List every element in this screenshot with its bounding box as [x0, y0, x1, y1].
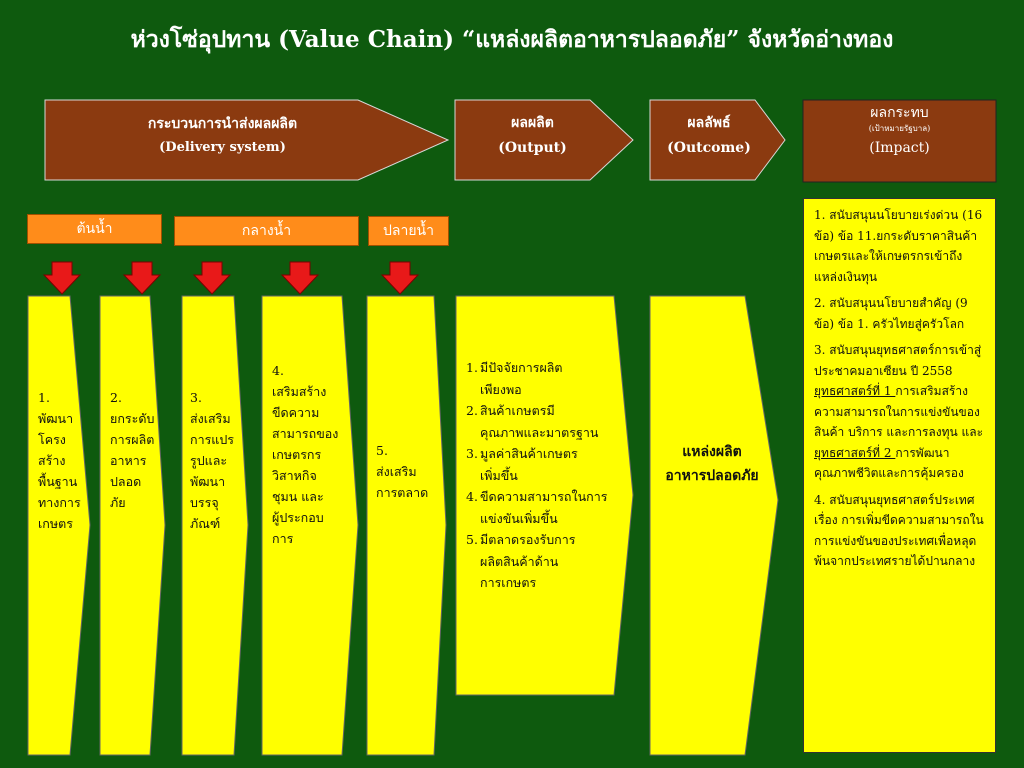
delivery-column-1 — [27, 295, 91, 756]
outcome-header: ผลลัพธ์ (Outcome) — [650, 111, 768, 160]
page-title: ห่วงโซ่อุปทาน (Value Chain) “แหล่งผลิตอา… — [130, 26, 894, 53]
delivery-column-3-text: 3.ส่งเสริมการแปร รูปและพัฒนาบรรจุ ภัณฑ์ — [190, 390, 235, 531]
list-item: 1.มีปัจจัยการผลิตเพียงพอ — [466, 360, 563, 397]
output-header: ผลผลิต (Output) — [455, 111, 610, 160]
delivery-column-1-text: 1.พัฒนาโครง สร้างพื้นฐานทางการ เกษตร — [38, 390, 81, 531]
stage-midstream: กลางน้ำ — [174, 216, 359, 246]
impact-item-3: 3. สนับสนุนยุทธศาสตร์การเข้าสู่ประชาคมอา… — [814, 343, 984, 480]
delivery-column-4-text: 4.เสริมสร้างขีดความ สามารถของเกษตรกรวิสา… — [272, 363, 339, 546]
outcome-text: แหล่งผลิต อาหารปลอดภัย — [665, 444, 759, 484]
output-header-sub: (Output) — [498, 139, 567, 156]
impact-header-sub: (Impact) — [869, 139, 930, 156]
output-column — [455, 295, 634, 696]
impact-header: ผลกระทบ (เป้าหมายรัฐบาล) (Impact) — [803, 104, 996, 157]
delivery-column-3 — [181, 295, 249, 756]
list-item: 3.มูลค่าสินค้าเกษตรเพิ่มขึ้น — [466, 446, 578, 483]
delivery-column-2 — [99, 295, 166, 756]
down-arrow-icon — [42, 261, 82, 295]
impact-header-label: ผลกระทบ — [870, 105, 929, 121]
delivery-header-arrow — [44, 99, 450, 181]
delivery-header-label: กระบวนการนำส่งผลผลิต — [147, 116, 298, 132]
impact-item-4: 4. สนับสนุนยุทธศาสตร์ประเทศ เรื่อง การเพ… — [814, 492, 984, 569]
delivery-column-4 — [261, 295, 359, 756]
down-arrow-icon — [280, 261, 320, 295]
down-arrow-icon — [192, 261, 232, 295]
delivery-header-sub: (Delivery system) — [159, 139, 286, 155]
outcome-column — [649, 295, 779, 756]
impact-box: 1. สนับสนุนนโยบายเร่งด่วน (16 ข้อ) ข้อ 1… — [803, 198, 996, 753]
stage-upstream: ต้นน้ำ — [27, 214, 162, 244]
impact-header-box — [802, 99, 997, 183]
down-arrow-icon — [122, 261, 162, 295]
down-arrow-icon — [380, 261, 420, 295]
delivery-column-2-text: 2.ยกระดับการผลิต อาหารปลอดภัย — [110, 390, 155, 510]
list-item: 5.มีตลาดรองรับการผลิตสินค้าด้านการเกษตร — [466, 532, 576, 590]
delivery-column-5 — [366, 295, 447, 756]
output-header-label: ผลผลิต — [511, 115, 554, 131]
impact-header-note: (เป้าหมายรัฐบาล) — [868, 124, 931, 134]
outcome-header-sub: (Outcome) — [667, 139, 751, 156]
stage-downstream: ปลายน้ำ — [368, 216, 449, 246]
list-item: 2.สินค้าเกษตรมีคุณภาพและมาตรฐาน — [466, 403, 599, 440]
outcome-header-arrow — [649, 99, 786, 181]
output-header-arrow — [454, 99, 634, 181]
delivery-column-5-text: 5.ส่งเสริมการตลาด — [376, 443, 429, 500]
impact-item-1: 1. สนับสนุนนโยบายเร่งด่วน (16 ข้อ) ข้อ 1… — [814, 208, 983, 284]
outcome-header-label: ผลลัพธ์ — [687, 115, 731, 131]
impact-item-2: 2. สนับสนุนนโยบายสำคัญ (9 ข้อ) ข้อ 1. คร… — [814, 296, 968, 331]
delivery-header: กระบวนการนำส่งผลผลิต (Delivery system) — [45, 112, 400, 159]
list-item: 4.ขีดความสามารถในการแข่งขันเพิ่มขึ้น — [466, 489, 608, 526]
output-list: 1.มีปัจจัยการผลิตเพียงพอ 2.สินค้าเกษตรมี… — [466, 357, 624, 594]
